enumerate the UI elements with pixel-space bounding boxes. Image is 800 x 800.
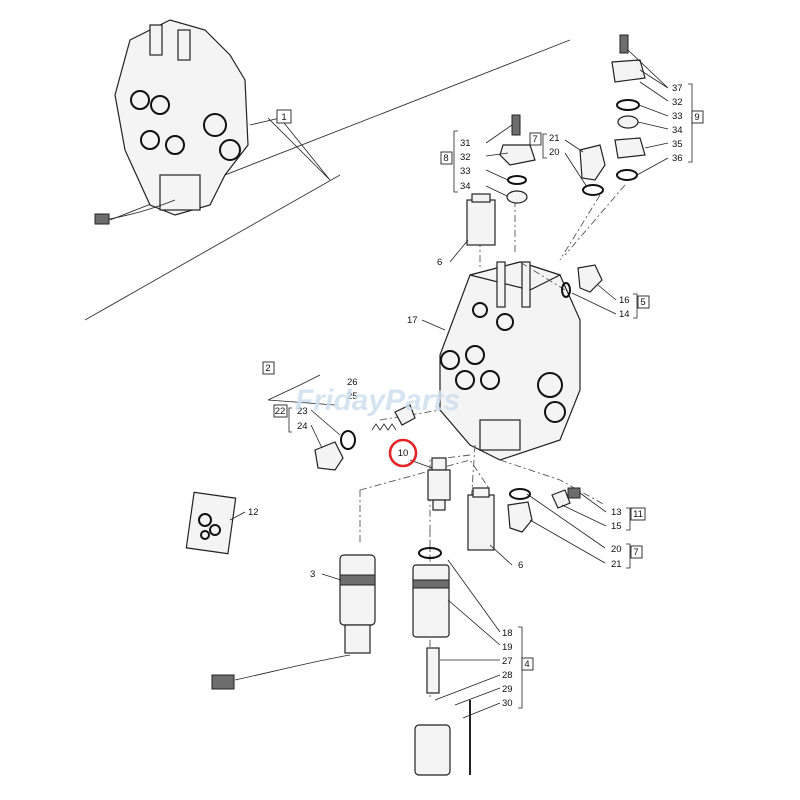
label-35: 35 [672,139,683,150]
label-34a: 34 [460,181,471,192]
spring-and-plug [314,404,416,471]
label-28: 28 [502,670,513,681]
label-box-9 [691,110,704,124]
label-17: 17 [407,315,418,326]
leaders-23-24 [310,409,341,449]
label-box-4 [521,657,534,671]
solenoid-3 [211,554,376,690]
leaders-group-4 [434,559,501,719]
group-7-top-parts [579,144,606,196]
leaders-group-9 [627,49,669,176]
bracket-8 [453,130,458,193]
label-11: 11 [633,509,643,520]
label-box-8 [440,151,453,165]
label-32b: 32 [672,97,683,108]
seal-kit-12 [185,491,237,555]
label-30: 30 [502,698,513,709]
leaders-20-21-top [564,139,588,188]
group-11-parts [551,487,581,509]
group-5-parts [561,264,603,298]
label-8: 8 [443,153,448,164]
cartridge-6-top [466,193,496,246]
leaders-14-16 [571,284,617,315]
label-36: 36 [672,153,683,164]
label-26: 26 [347,377,358,388]
label-box-5 [637,295,650,309]
label-13: 13 [611,507,622,518]
label-9: 9 [694,112,699,123]
label-16: 16 [619,295,630,306]
label-20a: 20 [549,147,560,158]
leader-6a [449,239,469,263]
label-20b: 20 [611,544,622,555]
main-valve-body [439,261,581,461]
label-7b: 7 [633,547,638,558]
label-box-11 [630,507,646,521]
label-box-2 [262,361,275,375]
bracket-11 [626,507,631,531]
bracket-5 [633,293,638,319]
label-2: 2 [265,363,270,374]
bracket-4 [518,626,523,709]
group-8-parts [499,114,536,204]
label-box-22 [273,404,288,418]
label-29: 29 [502,684,513,695]
label-27: 27 [502,656,513,667]
leader-6b [489,544,513,566]
label-22: 22 [275,406,286,417]
label-31: 31 [460,138,471,149]
highlight-circle [388,438,418,468]
part-10 [427,457,451,511]
leader-1 [267,117,331,181]
label-box-7a [529,132,542,146]
label-33b: 33 [672,111,683,122]
cartridge-6-lower [467,487,495,551]
label-25: 25 [347,391,358,402]
label-box-7b [630,545,643,559]
label-3: 3 [310,569,315,580]
leader-1b [249,117,281,126]
label-14: 14 [619,309,630,320]
label-1: 1 [281,112,286,123]
label-5: 5 [640,297,645,308]
label-12: 12 [248,507,259,518]
label-37: 37 [672,83,683,94]
bracket-7-top [542,133,547,159]
label-7a: 7 [532,134,537,145]
leader-3 [321,573,342,581]
group-4-parts [412,547,471,776]
label-21a: 21 [549,133,560,144]
label-32a: 32 [460,152,471,163]
label-6b: 6 [518,560,523,571]
label-23: 23 [297,406,308,417]
leader-12 [229,511,246,521]
label-24: 24 [297,421,308,432]
label-box-1 [276,109,292,124]
leaders-group-2 [267,374,336,406]
watermark-text: FridayParts [295,384,460,417]
leaders-20-21-lower [526,493,606,564]
bracket-7-lower [626,543,631,569]
leaders-31-34 [485,124,513,197]
bracket-22 [288,407,292,433]
label-34b: 34 [672,125,683,136]
label-6a: 6 [437,257,442,268]
label-4: 4 [524,659,529,670]
label-10: 10 [398,448,409,459]
label-19: 19 [502,642,513,653]
overview-valve-assembly [94,19,249,225]
leaders-13-15 [561,492,607,527]
label-21b: 21 [611,559,622,570]
label-15: 15 [611,521,622,532]
group-7-lower-parts [507,488,533,533]
leader-17 [421,319,446,331]
bracket-9 [688,83,693,163]
label-18: 18 [502,628,513,639]
divider-line-bottom [84,174,341,321]
label-33a: 33 [460,166,471,177]
group-9-parts [611,34,646,181]
